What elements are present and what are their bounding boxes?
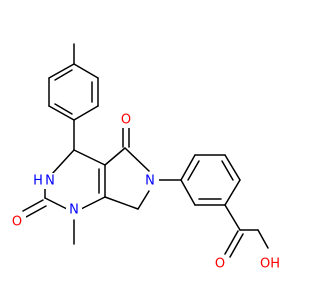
bond-benz-4 [224,179,241,206]
atom-n-methyl: N [69,203,79,218]
bond-tolyl-double-b [54,103,73,115]
bond-c4-c4a [73,149,106,166]
bond-tolyl-3 [73,105,99,121]
atom-o-urea: O [12,215,22,230]
bond-tolyl-double-c [54,69,73,81]
bond-cooh-o-b [229,233,244,258]
bond-benz-double-b [221,160,234,181]
bonds [22,43,269,258]
atom-o-acid-hydroxyl: OH [260,257,280,272]
atom-o-lactam: O [121,113,131,128]
bond-tolyl-1 [73,63,99,79]
atom-labels: N H N N O O O OH [10,112,282,272]
bond-n1-c2 [44,197,68,210]
bond-c2-o-b [25,205,47,218]
atom-h-on-n: H [33,174,43,189]
bond-tolyl-4 [48,105,75,121]
bond-benz-double-a [187,160,200,181]
bond-c4a-c5 [104,147,126,166]
atom-n-lactam: N [145,174,155,189]
background [0,0,300,300]
atom-o-acid-carbonyl: O [215,257,225,272]
bond-aryl-cooh [224,204,241,231]
molecule-structure: N H N N O O O OH [0,0,300,300]
bond-c5-n6 [124,147,150,172]
bond-tolyl-6 [48,63,75,79]
molecule-diagram: N H N N O O O OH [0,0,300,300]
bond-c7-c7a [104,196,139,210]
bond-benz-3 [224,154,241,181]
bond-cooh-o-a [224,230,239,255]
bond-cooh-oh-down [257,229,269,249]
bond-benz-6 [180,179,196,206]
bond-benz-1 [180,154,196,181]
bond-n3-c4 [51,149,75,175]
bond-n6-c7 [137,190,150,210]
bond-c2-o-a [22,199,44,212]
atom-n-amide-h: N [45,174,55,189]
bond-c7a-n1 [80,196,106,210]
